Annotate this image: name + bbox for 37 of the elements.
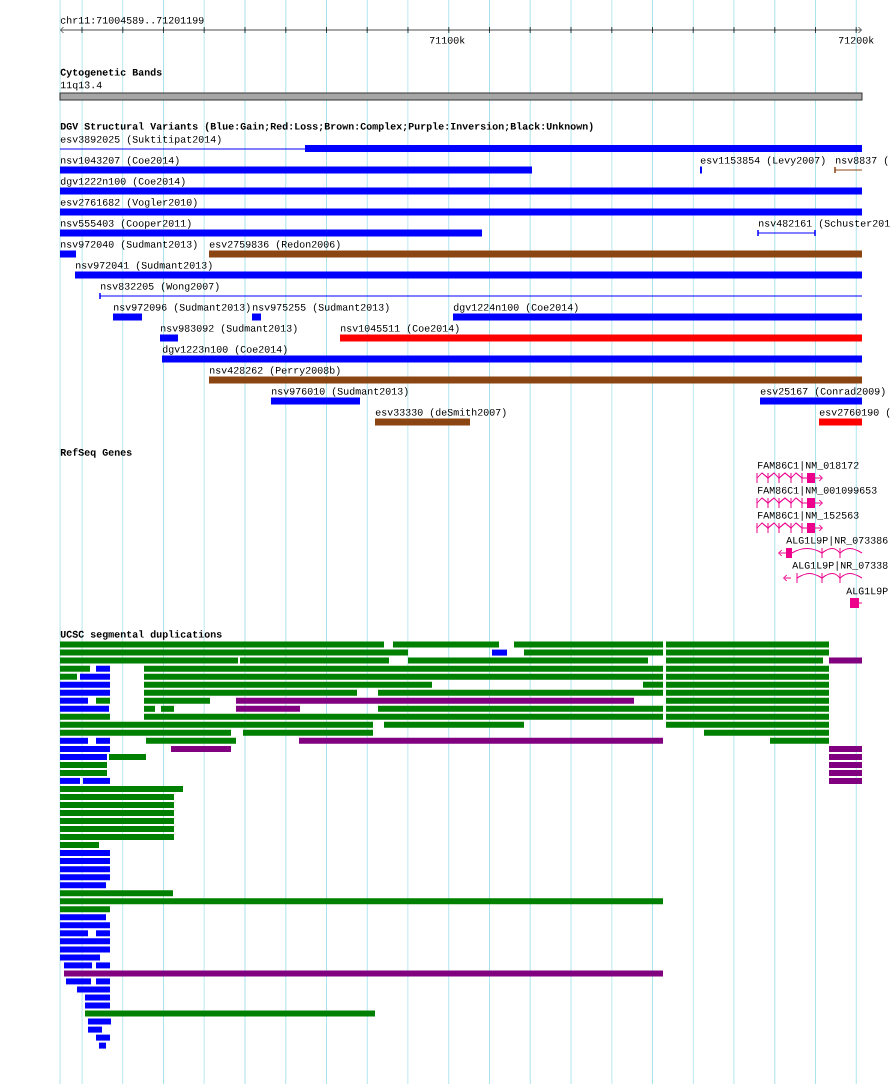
tick-label: 71200k <box>838 36 874 44</box>
feature-label: esv2760190 ( <box>819 408 890 418</box>
feature-label: nsv428262 (Perry2008b) <box>210 366 340 376</box>
feature-label: nsv8837 ( <box>836 156 888 166</box>
track-title: UCSC segmental duplications <box>60 630 222 640</box>
tick-label: 71100k <box>429 36 465 44</box>
feature-label: dgv1222n100 (Coe2014) <box>60 177 185 187</box>
feature-label: nsv976010 (Sudmant2013) <box>272 387 408 397</box>
feature-label: nsv482161 (Schuster201 <box>759 219 890 229</box>
feature-label: nsv972096 (Sudmant2013) <box>114 303 250 313</box>
feature-label: nsv832205 (Wong2007) <box>101 282 219 292</box>
gene-label: ALG1L9P|NR_07338 <box>792 561 888 571</box>
track-title: DGV Structural Variants (Blue:Gain;Red:Loss;Brown:Complex;Purple:Inversion;Black:Unknown) <box>60 122 593 132</box>
feature-label: esv1153854 (Levy2007) <box>700 156 825 166</box>
position-label: chr11:71004589..71201199 <box>60 16 204 24</box>
feature-label: esv2761682 (Vogler2010) <box>60 198 197 208</box>
gene-label: FAM86C1|NM_018172 <box>758 461 859 471</box>
feature-label: dgv1223n100 (Coe2014) <box>162 345 287 355</box>
feature-label: esv3892025 (Suktitipat2014) <box>60 135 221 145</box>
feature-label: nsv1045511 (Coe2014) <box>341 324 459 334</box>
feature-label: esv33330 (deSmith2007) <box>375 408 506 418</box>
feature-label: nsv975255 (Sudmant2013) <box>253 303 389 313</box>
gene-label: ALG1L9P <box>846 587 888 595</box>
gene-label: ALG1L9P|NR_073386 <box>786 536 888 546</box>
feature-label: nsv972040 (Sudmant2013) <box>61 240 197 250</box>
feature-label: nsv972041 (Sudmant2013) <box>76 261 212 271</box>
band-label: 11q13.4 <box>60 81 102 91</box>
feature-label: nsv983092 (Sudmant2013) <box>161 324 297 334</box>
feature-label: esv25167 (Conrad2009) <box>760 387 885 397</box>
gene-label: FAM86C1|NM_152563 <box>758 511 859 521</box>
feature-label: dgv1224n100 (Coe2014) <box>453 303 578 313</box>
feature-label: nsv555403 (Cooper2011) <box>61 219 191 229</box>
feature-label: esv2759836 (Redon2006) <box>209 240 340 250</box>
feature-label: nsv1043207 (Coe2014) <box>61 156 179 166</box>
gene-label: FAM86C1|NM_001099653 <box>758 486 877 496</box>
track-title: RefSeq Genes <box>60 448 132 458</box>
track-title: Cytogenetic Bands <box>60 68 162 78</box>
